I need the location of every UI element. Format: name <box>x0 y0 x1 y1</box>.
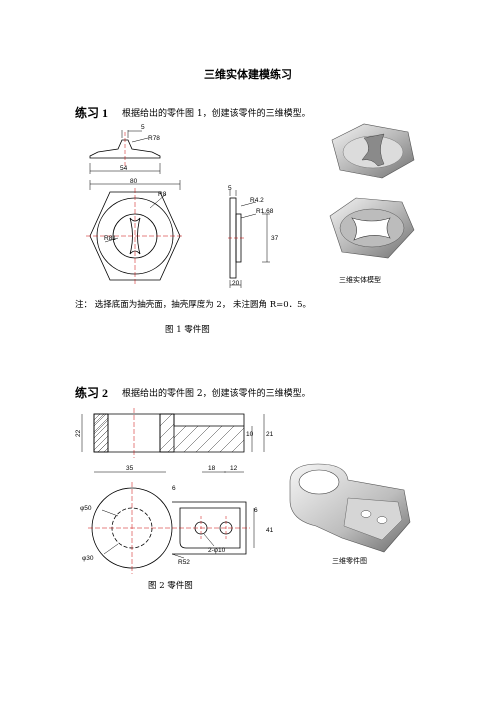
model-pocket <box>343 497 403 541</box>
model-bore <box>298 469 340 495</box>
exercise-2-label: 练习 2 <box>75 386 109 400</box>
dim-6: 6 <box>172 485 176 492</box>
exercise-1-note: 注： 选择底面为抽壳面，抽壳厚度为 2， 未注圆角 R=0．5。 <box>75 300 312 310</box>
dim-41: 41 <box>266 527 274 534</box>
dim-35: 35 <box>126 465 134 472</box>
dim-37: 37 <box>271 235 279 242</box>
dim-5: 5 <box>141 124 145 131</box>
dim-r78: R78 <box>148 135 160 142</box>
dim-phi30: φ30 <box>82 555 94 562</box>
dim-80: 80 <box>130 178 138 185</box>
dim-r1-68: R1.68 <box>256 208 274 215</box>
dim-18: 18 <box>208 465 216 472</box>
exercise-2-caption: 图 2 零件图 <box>148 581 193 591</box>
exercise-1-caption: 图 1 零件图 <box>165 325 210 335</box>
dim-r52: R52 <box>178 559 190 566</box>
profile-view-shape <box>89 139 161 159</box>
exercise-2-description: 根据给出的零件图 2，创建该零件的三维模型。 <box>122 389 311 399</box>
model-hole-2 <box>376 516 388 524</box>
dim-side-5: 5 <box>228 185 232 192</box>
slot-shape <box>129 217 141 255</box>
dim-22: 22 <box>75 429 82 437</box>
dim-20: 20 <box>232 280 240 287</box>
exercise-1-3d-models <box>329 123 415 259</box>
exercise-1-model-caption: 三维实体模型 <box>339 276 381 284</box>
dim-phi50: φ50 <box>80 505 92 512</box>
dim-6-vertical: 6 <box>254 507 258 514</box>
part-drawing-2: 22 10 21 35 18 12 6 φ50 φ30 6 41 R52 2-φ… <box>75 408 274 574</box>
section-view-outline <box>93 413 245 453</box>
dim-10: 10 <box>246 431 254 438</box>
dim-r4-2: R4.2 <box>250 197 264 204</box>
model-hole-1 <box>360 510 372 518</box>
exercise-1-description: 根据给出的零件图 1，创建该零件的三维模型。 <box>122 109 311 119</box>
model-bottom-slot <box>351 217 391 241</box>
dim-12: 12 <box>230 465 238 472</box>
plan-arm-pocket <box>179 507 241 549</box>
dim-21: 21 <box>266 431 274 438</box>
exercise-2-3d-model <box>289 463 411 553</box>
dim-holes: 2-φ10 <box>208 547 226 554</box>
part-drawing-1: 5 R78 54 80 R8 R81 5 R4.2 R1.68 37 20 <box>86 124 279 288</box>
dim-r8: R8 <box>158 191 167 198</box>
exercise-2-model-caption: 三维零件图 <box>332 557 367 565</box>
document-title: 三维实体建模练习 <box>204 68 292 81</box>
dim-54: 54 <box>120 165 128 172</box>
dim-r81: R81 <box>104 235 116 242</box>
model-top-slot <box>361 133 385 167</box>
exercise-1-label: 练习 1 <box>75 106 109 120</box>
